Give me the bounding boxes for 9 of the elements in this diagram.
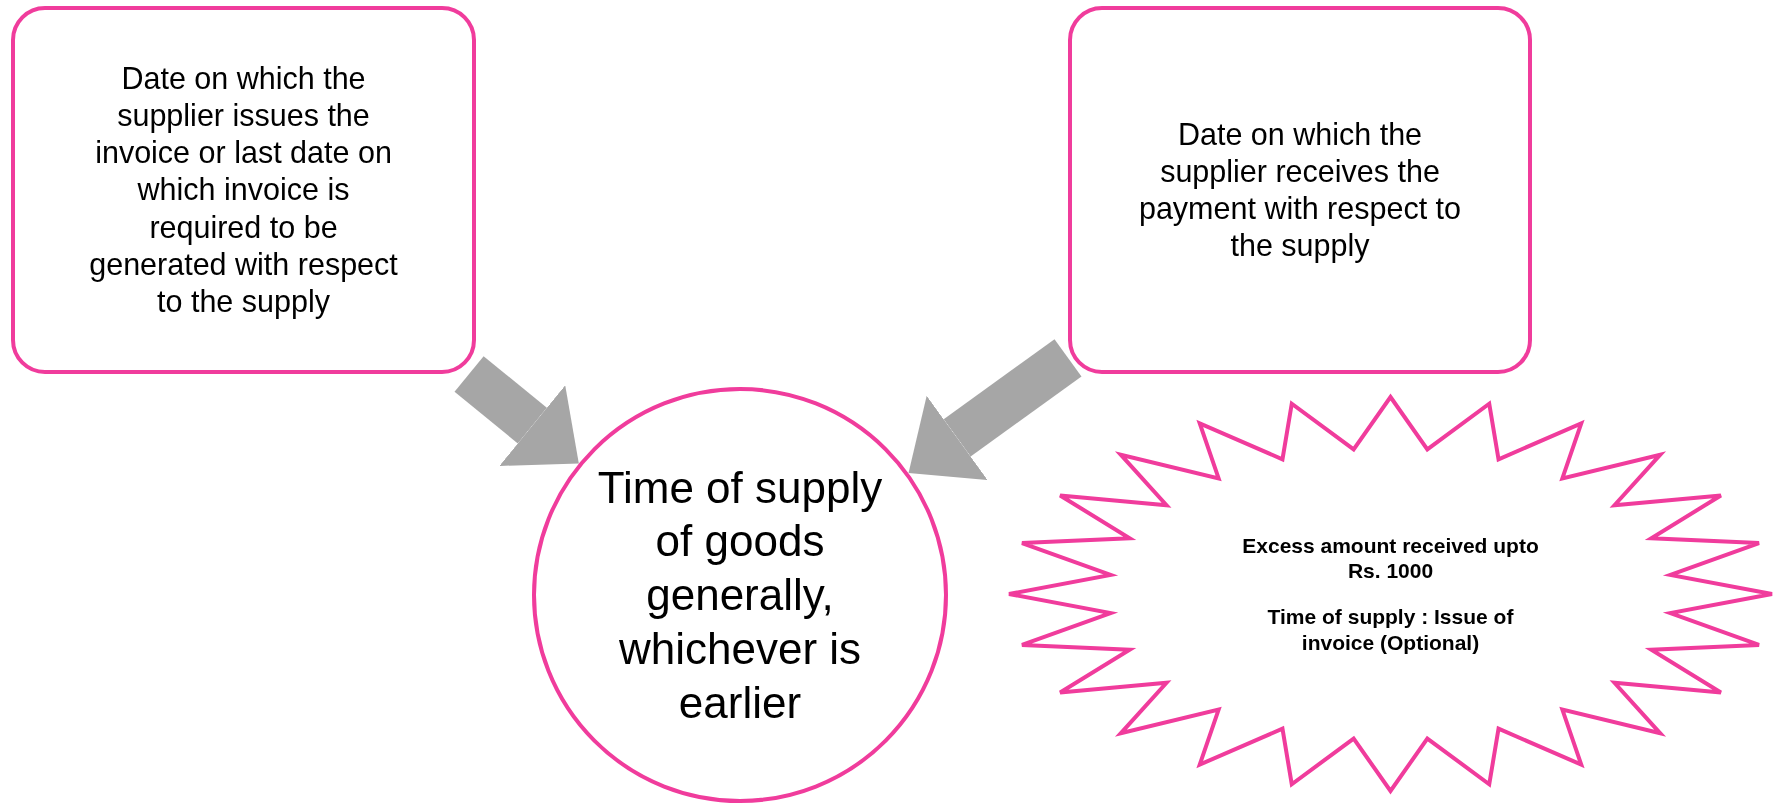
node-text: Date on which the supplier issues the invoice or last date on which invoice is required to be generated with respect to the supply	[88, 59, 399, 321]
rounded-box	[1068, 6, 1532, 374]
block-arrow	[454, 356, 579, 466]
rounded-box	[11, 6, 476, 374]
block-arrow	[908, 339, 1082, 481]
note-text: Time of supply : Issue of invoice (Optional)	[1266, 604, 1515, 656]
note-text: Excess amount received upto Rs. 1000	[1241, 532, 1540, 584]
node-text: Date on which the supplier receives the payment with respect to the supply	[1137, 115, 1463, 265]
node-text: Time of supply of goods generally, whichever is earlier	[596, 461, 884, 729]
